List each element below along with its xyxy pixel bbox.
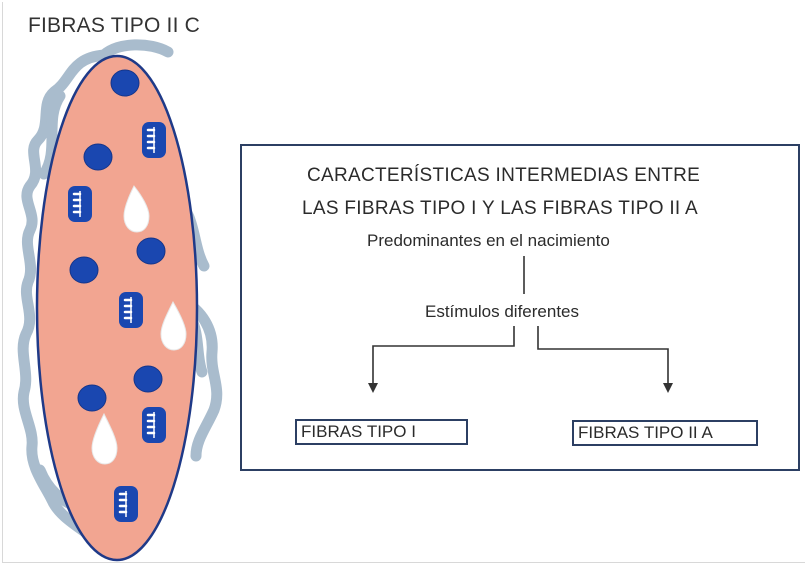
capillary-top — [98, 39, 174, 61]
predominance-text: Predominantes en el nacimiento — [367, 231, 610, 250]
capillary-left — [17, 49, 110, 540]
nuclei — [69, 69, 166, 412]
mitochondrion-icon — [114, 486, 138, 522]
lipid-droplet — [160, 300, 187, 351]
mitochondria — [68, 122, 166, 522]
capillary-left-branch — [38, 90, 66, 180]
box-heading-line-1: CARACTERÍSTICAS INTERMEDIAS ENTRE — [307, 165, 701, 186]
arrowhead-right — [663, 383, 673, 393]
connector-to-right-result — [537, 326, 669, 384]
stimuli-text: Estímulos diferentes — [425, 302, 580, 321]
nucleus — [133, 365, 163, 393]
mitochondrion-icon — [68, 186, 92, 222]
lipid-droplet — [123, 185, 150, 233]
result-fibras-tipo-i: FIBRAS TIPO I — [295, 419, 468, 445]
characteristics-box — [240, 144, 800, 471]
mitochondrion-icon — [142, 407, 166, 443]
capillary-right — [176, 294, 223, 462]
lipid-droplet — [91, 412, 118, 465]
arrowhead-left — [368, 383, 378, 393]
nucleus — [110, 69, 140, 97]
connector-to-left-result — [372, 326, 515, 384]
nucleus — [69, 256, 99, 284]
mitochondrion-icon — [119, 292, 143, 328]
nucleus — [77, 384, 107, 412]
nucleus — [136, 237, 166, 265]
mitochondrion-icon — [142, 122, 166, 158]
lipid-droplets — [91, 185, 187, 465]
result-fibras-tipo-ii-a: FIBRAS TIPO II A — [572, 420, 758, 446]
nucleus — [83, 143, 113, 171]
diagram-title: FIBRAS TIPO II C — [28, 14, 201, 37]
box-heading-line-2: LAS FIBRAS TIPO I Y LAS FIBRAS TIPO II A — [302, 198, 699, 219]
